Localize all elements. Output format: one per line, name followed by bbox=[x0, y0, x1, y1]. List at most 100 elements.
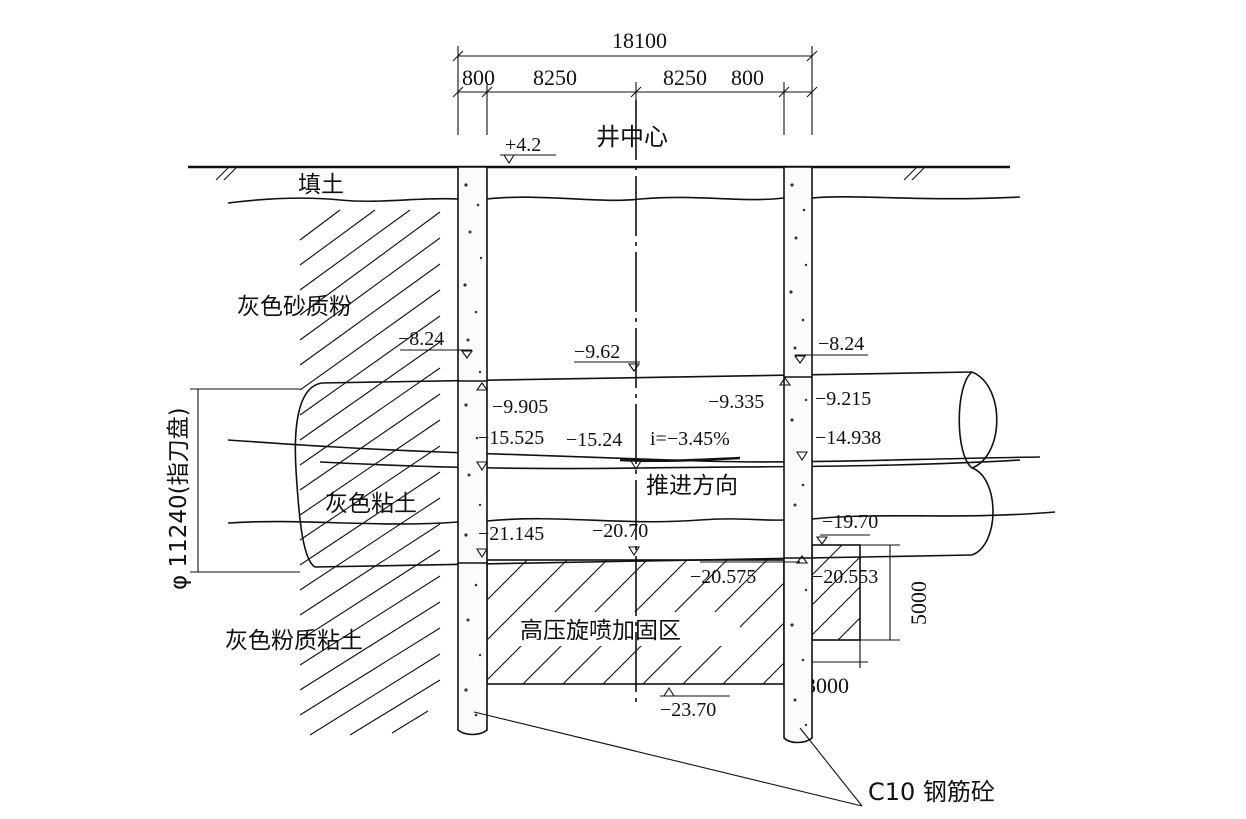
hatch bbox=[299, 209, 341, 241]
agg bbox=[474, 583, 478, 587]
elev-right-tunnel-top: −9.215 bbox=[815, 388, 871, 410]
tunnel-left-end bbox=[294, 382, 323, 568]
hatch bbox=[299, 289, 441, 391]
agg bbox=[474, 713, 478, 717]
elev-grout-bottom: −23.70 bbox=[660, 699, 716, 721]
dim-total: 18100 bbox=[612, 28, 667, 53]
level-triangle bbox=[460, 350, 474, 359]
advance-label-bg bbox=[644, 470, 776, 500]
hatch bbox=[299, 497, 441, 591]
left-wall-body bbox=[457, 166, 488, 736]
tick bbox=[806, 50, 818, 62]
grey-clay-label: 灰色粘土 bbox=[325, 491, 417, 517]
agg bbox=[804, 723, 808, 727]
agg bbox=[793, 346, 797, 350]
grout-label-bg bbox=[516, 612, 740, 646]
hatch bbox=[215, 167, 229, 181]
hatch bbox=[299, 367, 441, 466]
agg bbox=[790, 623, 794, 627]
level-triangle-up bbox=[778, 377, 792, 386]
hatch bbox=[299, 627, 441, 716]
level-triangle bbox=[627, 363, 641, 372]
agg bbox=[790, 418, 794, 422]
level-triangle bbox=[796, 451, 808, 462]
elev-right-bottom-upper: −19.70 bbox=[822, 511, 878, 533]
agg bbox=[467, 473, 471, 477]
left-wall-aggregate bbox=[463, 183, 483, 717]
ground-hatch-left bbox=[215, 167, 237, 181]
agg bbox=[793, 698, 797, 702]
agg bbox=[801, 483, 805, 487]
right-wall-body bbox=[783, 166, 813, 744]
concrete-label: C10 钢筋砼 bbox=[868, 778, 995, 806]
elev-right-axis: −14.938 bbox=[815, 427, 881, 449]
hatch bbox=[299, 211, 441, 316]
ground-hatch-right bbox=[903, 167, 925, 181]
hatch bbox=[811, 586, 861, 636]
hatch bbox=[299, 549, 441, 641]
agg bbox=[794, 236, 798, 240]
hatch bbox=[309, 653, 441, 736]
agg bbox=[466, 618, 470, 622]
hatch bbox=[299, 209, 411, 291]
agg bbox=[468, 230, 472, 234]
agg bbox=[479, 256, 483, 260]
agg bbox=[464, 183, 468, 187]
hatch bbox=[299, 445, 441, 541]
agg bbox=[793, 503, 797, 507]
elev-right-tunnel-top-inner: −9.335 bbox=[708, 391, 764, 413]
hatch bbox=[299, 393, 441, 491]
fill-soil-boundary bbox=[227, 196, 1021, 204]
level-triangle bbox=[793, 355, 807, 364]
hatch bbox=[391, 710, 429, 734]
agg bbox=[475, 436, 479, 440]
level-triangle bbox=[503, 154, 515, 165]
agg bbox=[802, 208, 806, 212]
well-center-label: 井中心 bbox=[596, 123, 668, 151]
agg bbox=[463, 283, 467, 287]
agg bbox=[478, 370, 482, 374]
hatch bbox=[486, 559, 568, 641]
tunnel-axis-line bbox=[227, 439, 1041, 463]
agg bbox=[478, 503, 482, 507]
fill-soil-label: 填土 bbox=[298, 172, 344, 198]
agg bbox=[476, 203, 480, 207]
level-triangle bbox=[628, 546, 640, 557]
elev-left-top: −8.24 bbox=[398, 328, 444, 350]
tick bbox=[452, 86, 464, 98]
elev-right-outer-bottom: −20.553 bbox=[812, 566, 878, 588]
agg bbox=[478, 653, 482, 657]
advance-direction-label: 推进方向 bbox=[646, 473, 738, 499]
elev-center-top: −9.62 bbox=[574, 341, 620, 363]
agg bbox=[804, 398, 808, 402]
elev-left-axis: −15.525 bbox=[478, 427, 544, 449]
agg bbox=[804, 263, 808, 267]
elev-center-bottom: −20.70 bbox=[592, 520, 648, 542]
dim-wall-left: 800 bbox=[462, 65, 495, 90]
hatch bbox=[299, 419, 441, 516]
tunnel-top-line bbox=[321, 371, 973, 384]
agg bbox=[801, 318, 805, 322]
tick bbox=[778, 86, 790, 98]
left-diaphragm-wall bbox=[457, 166, 488, 736]
ground-elevation-marker: +4.2 bbox=[500, 134, 556, 165]
hatch bbox=[299, 575, 441, 666]
hatch bbox=[299, 523, 441, 616]
tunnel-shield bbox=[227, 371, 1056, 568]
elev-right-inner-bottom: −20.575 bbox=[690, 566, 756, 588]
grey-sandy-silt-label: 灰色砂质粉 bbox=[237, 294, 352, 320]
hatch bbox=[299, 471, 441, 566]
level-triangle-up bbox=[475, 382, 489, 391]
elev-ground: +4.2 bbox=[505, 134, 541, 156]
grey-silty-clay-label: 灰色粉质粘土 bbox=[225, 628, 363, 654]
hatch bbox=[911, 167, 925, 181]
hatch bbox=[903, 167, 917, 181]
soil-hatch-left bbox=[299, 209, 441, 736]
cutter-diameter-label: φ 11240(指刀盘) bbox=[166, 407, 192, 590]
tunnel-right-end-upper-inner bbox=[958, 371, 973, 469]
agg bbox=[804, 588, 808, 592]
agg bbox=[474, 310, 478, 314]
tunnel-right-end-upper bbox=[971, 371, 998, 469]
elev-left-tunnel-top: −9.905 bbox=[492, 396, 548, 418]
